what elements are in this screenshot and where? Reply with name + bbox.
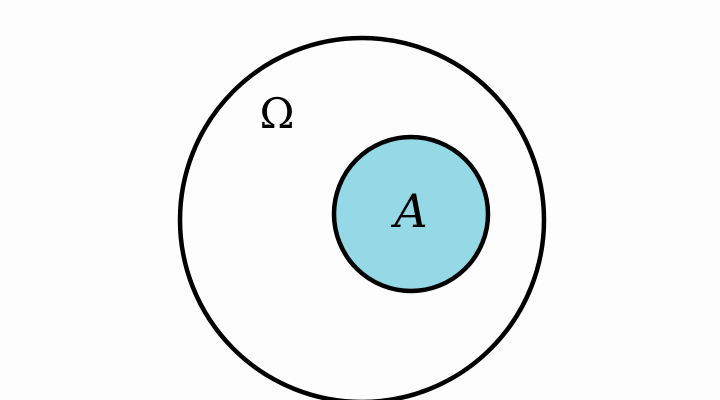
subset-label: A xyxy=(390,184,427,238)
universe-label: Ω xyxy=(260,89,295,138)
subset-circle xyxy=(331,134,491,294)
